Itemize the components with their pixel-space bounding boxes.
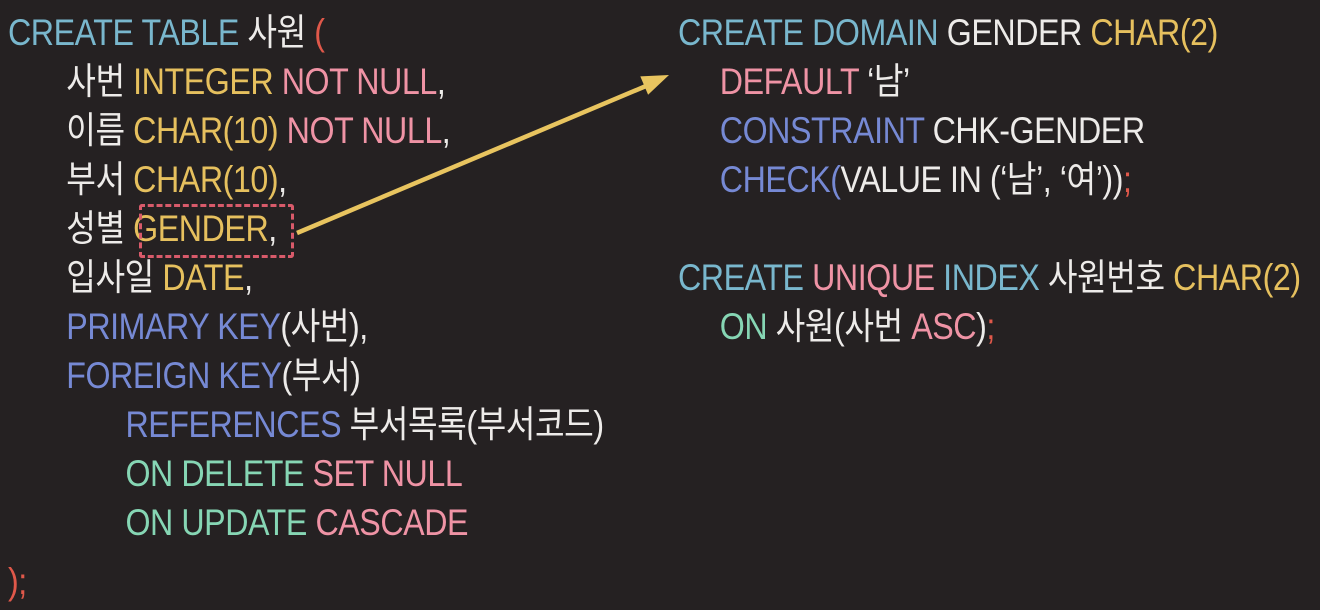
code-token: CHAR(2) [1173,257,1301,298]
code-line: 이름 CHAR(10) NOT NULL, [8,106,604,155]
code-token: INTEGER [133,61,282,102]
code-token: REFERENCES [125,404,350,445]
code-token: CREATE [678,257,813,298]
code-token: SET NULL [312,453,463,494]
code-token: 사원 [247,12,315,53]
code-token: CREATE DOMAIN [678,12,947,53]
code-line: CREATE DOMAIN GENDER CHAR(2) [678,8,1301,57]
code-line: CONSTRAINT CHK-GENDER [678,106,1301,155]
code-token: DATE [162,257,245,298]
gender-highlight-box [139,204,294,258]
code-token: CHAR(10) [133,159,279,200]
code-token: GENDER [946,12,1091,53]
code-line: 입사일 DATE, [8,253,604,302]
code-token: 부서 [66,159,134,200]
code-token: UNIQUE [812,257,944,298]
code-line [678,204,1301,253]
create-table-code-block: CREATE TABLE 사원 (사번 INTEGER NOT NULL,이름 … [8,8,604,606]
code-token: (사번), [280,306,368,347]
code-token: VALUE IN (‘남’, ‘여’)) [840,159,1124,200]
code-token: ; [986,306,995,347]
code-token: ON [719,306,776,347]
code-token: CONSTRAINT [719,110,933,151]
code-line: 사번 INTEGER NOT NULL, [8,57,604,106]
code-token: ; [1122,159,1132,200]
code-token: 사원번호 [1047,257,1174,298]
code-token: 부서목록(부서코드) [349,404,604,445]
code-token: 입사일 [66,257,163,298]
code-line: ON UPDATE CASCADE [8,498,604,547]
code-token: ) [976,306,987,347]
code-token: INDEX [943,257,1048,298]
code-token: , [441,110,451,151]
code-line: PRIMARY KEY(사번), [8,302,604,351]
code-token: CREATE TABLE [8,12,248,53]
code-line: ON 사원(사번 ASC); [678,302,1301,351]
code-line: 성별 GENDER, [8,204,604,253]
code-token: ON DELETE [125,453,313,494]
code-line: DEFAULT ‘남’ [678,57,1301,106]
code-token: 성별 [66,208,134,249]
code-token: ); [8,561,27,602]
code-token: , [436,61,446,102]
code-token: 이름 [66,110,134,151]
code-token: , [244,257,253,298]
code-token: CHAR(2) [1090,12,1218,53]
code-token: , [278,159,287,200]
code-line: ON DELETE SET NULL [8,449,604,498]
code-line: REFERENCES 부서목록(부서코드) [8,400,604,449]
code-line: FOREIGN KEY(부서) [8,351,604,400]
code-token: FOREIGN KEY [66,355,282,396]
code-token: NOT NULL [281,61,438,102]
code-token: ASC [911,306,977,347]
create-domain-code-block: CREATE DOMAIN GENDER CHAR(2)DEFAULT ‘남’C… [678,8,1301,351]
code-token: NOT NULL [286,110,443,151]
code-token: CASCADE [315,502,469,543]
code-token: PRIMARY KEY [66,306,281,347]
code-token: GENDER [133,208,269,249]
code-token: 사번 [66,61,134,102]
code-line: CHECK(VALUE IN (‘남’, ‘여’)); [678,155,1301,204]
code-line: CREATE TABLE 사원 ( [8,8,604,57]
code-token: ON UPDATE [125,502,316,543]
code-line: 부서 CHAR(10), [8,155,604,204]
code-token: DEFAULT [719,61,868,102]
code-token: CHAR(10) [133,110,287,151]
code-token: CHK-GENDER [932,110,1145,151]
code-line: CREATE UNIQUE INDEX 사원번호 CHAR(2) [678,253,1301,302]
code-token: (부서) [281,355,361,396]
code-token: CHECK( [719,159,841,200]
code-token: ( [314,12,325,53]
code-token: 사원(사번 [775,306,912,347]
code-line: ); [8,557,604,606]
code-token: ‘남’ [867,61,910,102]
code-token: , [268,208,277,249]
